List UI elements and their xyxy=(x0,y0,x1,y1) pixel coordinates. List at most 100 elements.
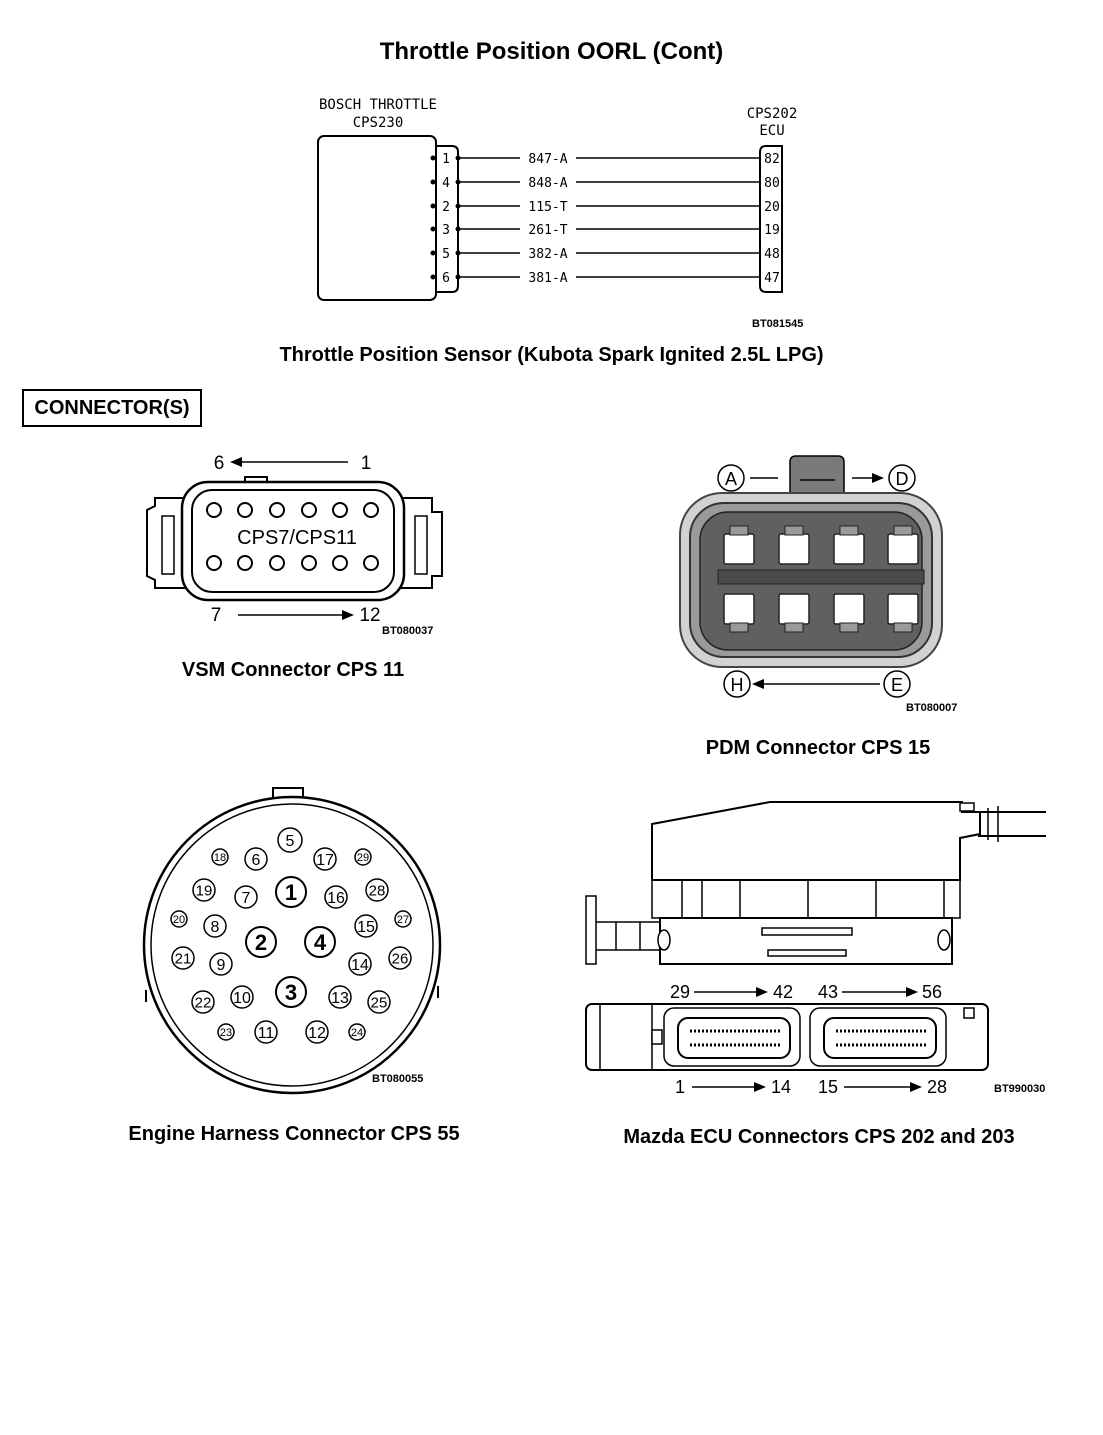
engine-pin-circle xyxy=(234,885,258,909)
engine-figure-id: BT080055 xyxy=(372,1073,423,1085)
left-component-name: BOSCH THROTTLE xyxy=(319,97,437,113)
ecu-pin-label: 80 xyxy=(764,176,780,191)
throttle-pin-label: 5 xyxy=(442,247,450,262)
engine-pin-label: 27 xyxy=(397,914,409,926)
engine-pin-circle xyxy=(244,847,268,871)
engine-pin-circle xyxy=(170,910,188,928)
pdm-label-a: A xyxy=(725,469,737,489)
wire-row: 4 848-A 80 xyxy=(430,176,780,191)
engine-pin-circle xyxy=(245,926,277,958)
wire-row: 3 261-T 19 xyxy=(430,223,780,238)
wire-label: 848-A xyxy=(528,176,567,191)
engine-pin-circle xyxy=(192,878,216,902)
engine-pin-circle xyxy=(171,946,195,970)
engine-pin-circle xyxy=(305,1020,329,1044)
throttle-pin-label: 4 xyxy=(442,176,450,191)
vsm-caption: VSM Connector CPS 11 xyxy=(181,659,405,681)
mazda-range-end: 28 xyxy=(927,1077,947,1097)
throttle-pin-label: 6 xyxy=(442,271,450,286)
page-title: Throttle Position OORL (Cont) xyxy=(379,38,724,65)
engine-pin-circle xyxy=(254,1020,278,1044)
engine-pin-circle xyxy=(203,914,227,938)
vsm-body-label: CPS7/CPS11 xyxy=(237,527,357,549)
mazda-connector-figure: 29 42 43 56 1 15 14 28 BT990030 xyxy=(585,801,1046,1097)
engine-pin-circle xyxy=(313,847,337,871)
ecu-pin-label: 19 xyxy=(764,223,780,238)
engine-pin-label: 2 xyxy=(255,930,267,955)
vsm-figure-id: BT080037 xyxy=(382,625,433,637)
engine-pin-label: 5 xyxy=(286,833,295,850)
engine-pin-label: 14 xyxy=(351,957,369,974)
mazda-caption: Mazda ECU Connectors CPS 202 and 203 xyxy=(623,1126,1015,1148)
wire-label: 382-A xyxy=(528,247,567,262)
throttle-connector xyxy=(436,145,459,293)
engine-pin-label: 28 xyxy=(369,882,386,899)
mazda-range-end: 15 xyxy=(818,1077,838,1097)
throttle-pin-label: 3 xyxy=(442,223,450,238)
wire-label: 847-A xyxy=(528,152,567,167)
wiring-caption: Throttle Position Sensor (Kubota Spark I… xyxy=(279,344,824,366)
vsm-pin-bottom-left: 7 xyxy=(211,605,222,626)
pdm-connector-figure: A D H E BT080007 xyxy=(679,455,957,714)
pdm-label-h: H xyxy=(731,675,744,695)
engine-pin-circle xyxy=(328,985,352,1009)
engine-pin-label: 11 xyxy=(258,1025,275,1042)
mazda-range-end: 42 xyxy=(773,982,793,1002)
engine-pin-label: 24 xyxy=(351,1027,363,1039)
mazda-range-start: 1 xyxy=(675,1077,685,1097)
vsm-pin-top-right: 1 xyxy=(361,453,372,474)
right-component-id: CPS202 xyxy=(747,106,798,122)
engine-pin-label: 1 xyxy=(285,880,297,905)
wire-row: 6 381-A 47 xyxy=(430,271,780,286)
left-component-id: CPS230 xyxy=(353,115,404,131)
engine-pin-label: 26 xyxy=(392,950,409,967)
wiring-figure-id: BT081545 xyxy=(752,318,803,330)
ecu-pin-label: 48 xyxy=(764,247,780,262)
wiring-diagram: BOSCH THROTTLE CPS230 CPS202 ECU 1 847-A… xyxy=(317,97,803,330)
vsm-pin-bottom-right: 12 xyxy=(359,605,380,626)
engine-pin-label: 8 xyxy=(211,919,220,936)
engine-pin-label: 20 xyxy=(173,914,185,926)
engine-pin-circle xyxy=(275,976,307,1008)
engine-pin-label: 6 xyxy=(252,852,261,869)
wire-row: 5 382-A 48 xyxy=(430,247,780,262)
engine-pin-label: 10 xyxy=(233,990,251,1007)
engine-pin-label: 12 xyxy=(308,1025,326,1042)
pdm-figure-id: BT080007 xyxy=(906,702,957,714)
pdm-caption: PDM Connector CPS 15 xyxy=(705,737,931,759)
engine-pin-circle xyxy=(304,926,336,958)
engine-pin-label: 23 xyxy=(220,1027,232,1039)
wire-label: 261-T xyxy=(528,223,567,238)
wire-row: 2 115-T 20 xyxy=(430,200,780,215)
engine-caption: Engine Harness Connector CPS 55 xyxy=(128,1123,460,1145)
engine-pin-label: 9 xyxy=(217,957,226,974)
engine-pin-label: 13 xyxy=(331,990,349,1007)
engine-pin-label: 21 xyxy=(175,950,192,967)
throttle-pin-label: 2 xyxy=(442,200,450,215)
mazda-figure-id: BT990030 xyxy=(994,1083,1045,1095)
mazda-range-start: 29 xyxy=(670,982,690,1002)
engine-pin-circle xyxy=(209,952,233,976)
engine-pin-circle xyxy=(211,848,229,866)
pdm-label-d: D xyxy=(896,469,909,489)
connectors-section-label: CONNECTOR(S) xyxy=(22,389,202,427)
ecu-pin-label: 20 xyxy=(764,200,780,215)
engine-pin-label: 7 xyxy=(242,890,251,907)
engine-pin-circle xyxy=(324,885,348,909)
engine-pin-label: 19 xyxy=(196,882,213,899)
wire-label: 115-T xyxy=(528,200,567,215)
engine-pin-label: 29 xyxy=(357,852,369,864)
engine-pin-label: 22 xyxy=(195,994,212,1011)
engine-pin-circle xyxy=(365,878,389,902)
engine-pin-circle xyxy=(367,990,391,1014)
engine-pin-circle xyxy=(191,990,215,1014)
engine-pin-circle xyxy=(230,985,254,1009)
right-component-name: ECU xyxy=(759,123,784,139)
engine-pin-circle xyxy=(348,1023,366,1041)
wire-row: 1 847-A 82 xyxy=(430,152,780,167)
wire-label: 381-A xyxy=(528,271,567,286)
engine-pin-circle xyxy=(217,1023,235,1041)
vsm-pin-top-left: 6 xyxy=(214,453,225,474)
engine-pin-label: 4 xyxy=(314,930,327,955)
